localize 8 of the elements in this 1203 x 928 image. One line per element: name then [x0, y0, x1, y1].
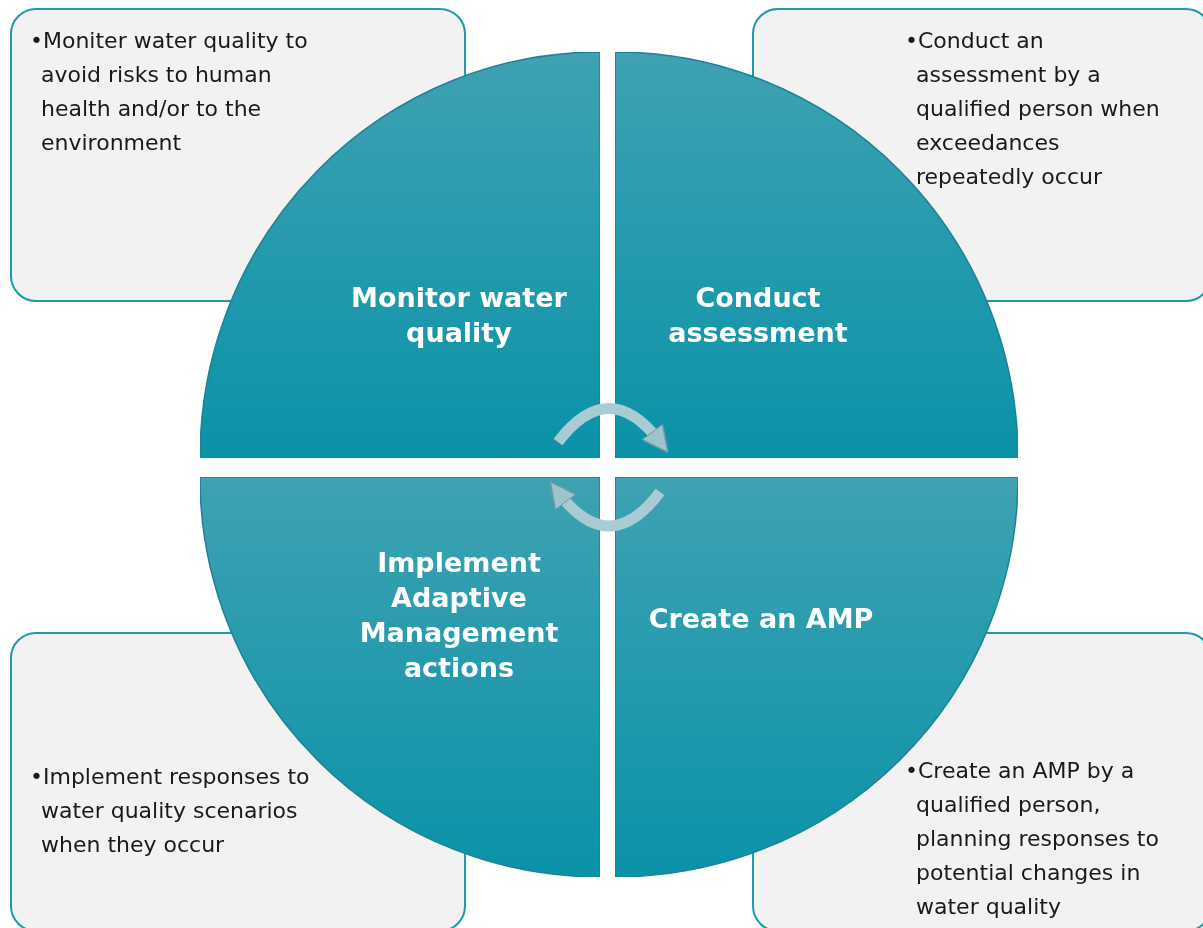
step-title: Create an AMP — [647, 601, 875, 636]
bullet-text: •Moniter water quality to avoid risks to human health and/or to the environment — [30, 27, 309, 157]
step-title: Conduct assessment — [667, 281, 849, 350]
bullet-text: •Implement responses to water quality scenarios when they occur — [30, 763, 311, 859]
step-title: Monitor water quality — [350, 281, 568, 350]
bullet-text: •Create an AMP by a qualified person, planning responses to potential changes in water quality — [905, 757, 1160, 921]
step-title: Implement Adaptive Management actions — [358, 546, 560, 685]
bullet-text: •Conduct an assessment by a qualified person when exceedances repeatedly occur — [905, 27, 1161, 191]
